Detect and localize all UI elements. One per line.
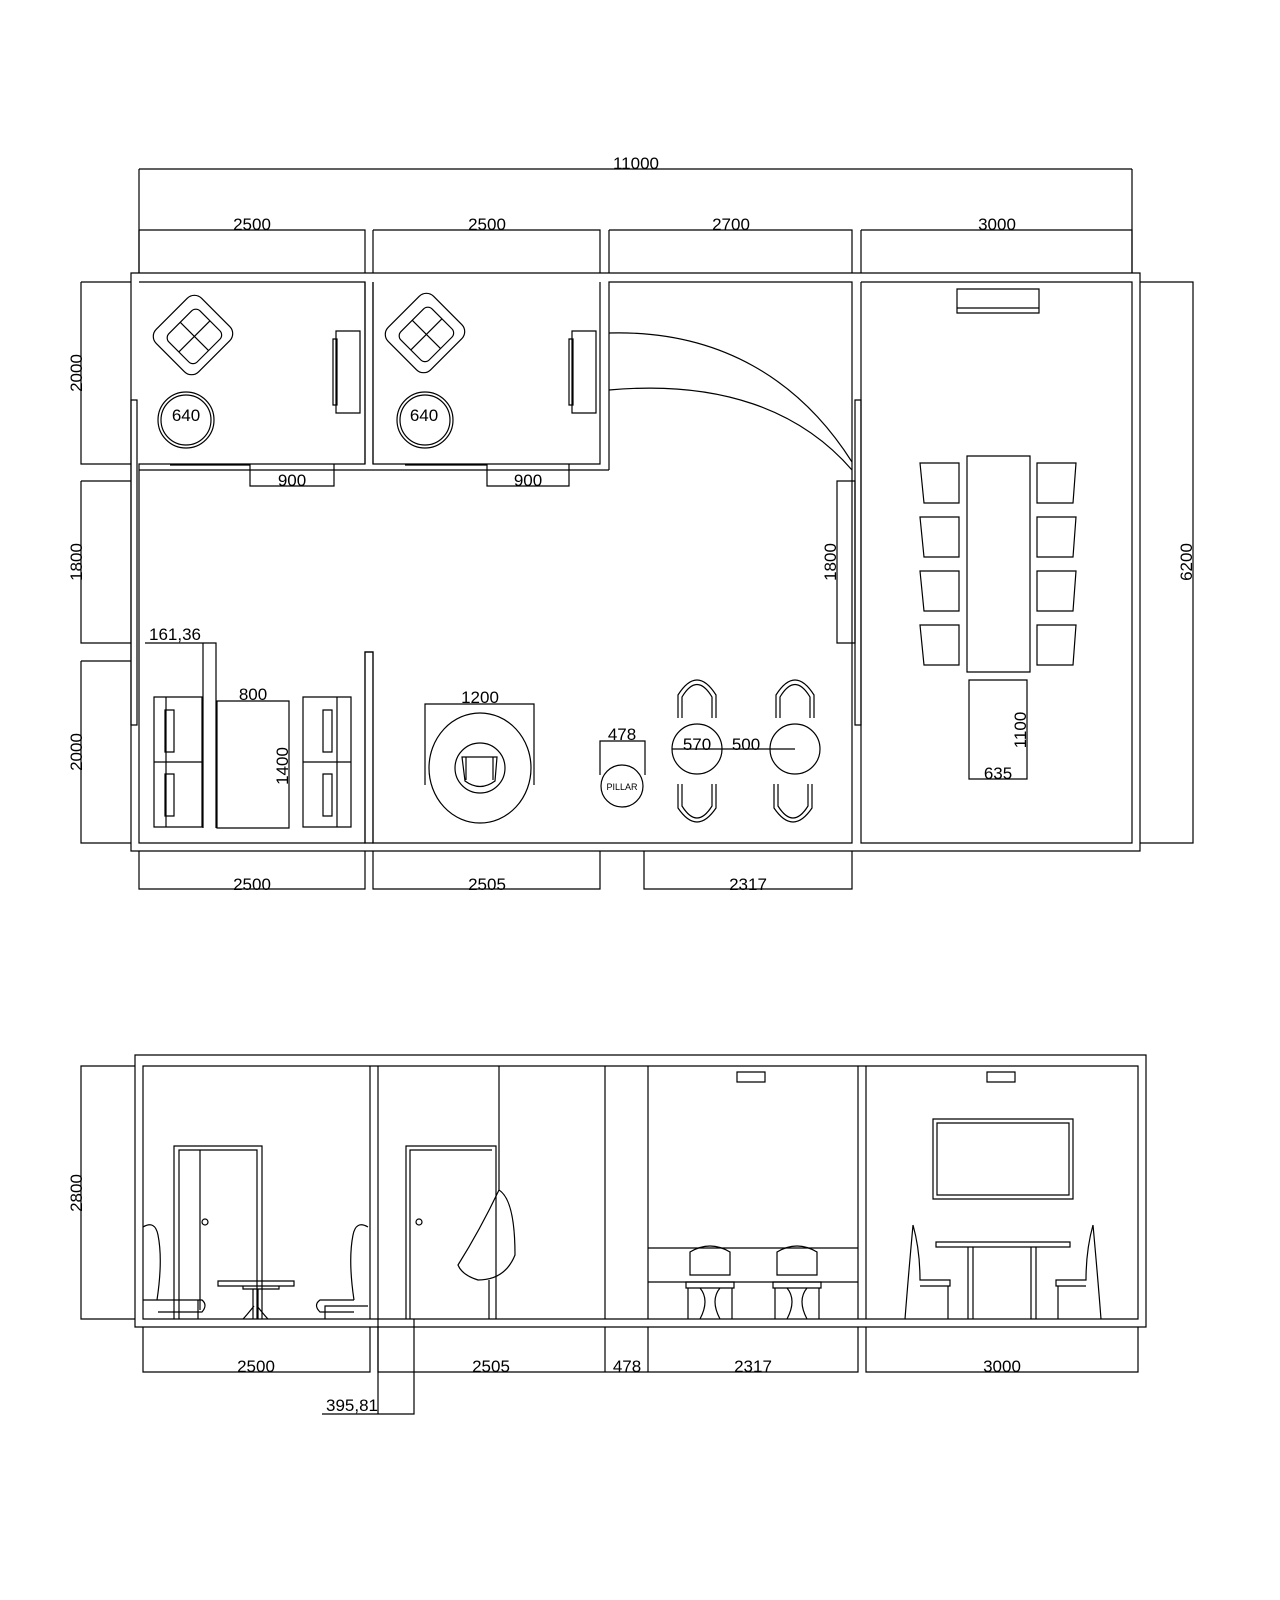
projector-icon <box>737 1072 765 1082</box>
meeting-table <box>967 456 1030 672</box>
dim-elev-3: 478 <box>613 1357 641 1376</box>
bistro-elevation <box>648 1072 858 1319</box>
dim-bottom-1: 2500 <box>233 875 271 894</box>
dim-overall: 11000 <box>613 154 659 173</box>
pillar: 478 PILLAR <box>600 725 645 807</box>
dim-table-2: 640 <box>410 406 438 425</box>
meeting-table-icon <box>936 1242 1070 1319</box>
plan-view: 11000 2500 2500 2700 3000 2000 1800 2000… <box>67 154 1196 894</box>
booth-elevation <box>143 1146 368 1319</box>
dim-top-3: 2700 <box>712 215 750 234</box>
dim-elev-2: 2505 <box>472 1357 510 1376</box>
armchair-icon <box>149 291 237 379</box>
chair-icon <box>1056 1225 1101 1319</box>
booth-table <box>217 701 289 828</box>
top-dimensions: 2500 2500 2700 3000 <box>139 215 1132 273</box>
curved-partition <box>609 333 852 470</box>
dim-side-table-width: 635 <box>984 764 1012 783</box>
dim-pillar: 478 <box>608 725 636 744</box>
round-table <box>158 392 214 448</box>
overall-dimension: 11000 <box>139 154 1132 273</box>
dim-door-2: 900 <box>514 471 542 490</box>
projector-screen <box>957 289 1039 313</box>
dim-left-3: 2000 <box>67 733 86 771</box>
projector-icon <box>987 1072 1015 1082</box>
room-lounge-2: 640 900 <box>381 289 596 490</box>
dim-offset: 395,81 <box>326 1396 378 1415</box>
dim-elev-5: 3000 <box>983 1357 1021 1376</box>
dim-top-4: 3000 <box>978 215 1016 234</box>
chair-icon <box>773 1246 821 1319</box>
round-table <box>397 392 453 448</box>
chair-icon <box>686 1246 734 1319</box>
round-rug: 1200 <box>425 688 534 823</box>
tv-screen <box>933 1119 1073 1199</box>
booth-area: 161,36 800 1400 <box>145 625 351 828</box>
hanging-chair-icon <box>458 1066 515 1319</box>
dim-side-table-depth: 1100 <box>1011 712 1030 749</box>
dim-elev-4: 2317 <box>734 1357 772 1376</box>
chair-icon <box>462 757 497 787</box>
dim-height: 2800 <box>67 1174 86 1212</box>
chair-icon <box>678 680 814 822</box>
dim-bistro-1: 570 <box>683 735 711 754</box>
tv-cabinet <box>336 331 360 413</box>
elevation-view: 2800 2500 2505 478 2317 3000 395,81 <box>67 1055 1146 1415</box>
dim-left-1: 2000 <box>67 354 86 392</box>
tv-cabinet <box>572 331 596 413</box>
chair-icon <box>905 1225 950 1319</box>
bench-icon <box>143 1225 205 1319</box>
room-lounge-1: 640 900 <box>149 291 360 490</box>
walls <box>131 273 1140 851</box>
dim-top-1: 2500 <box>233 215 271 234</box>
bench-icon <box>317 1225 369 1319</box>
dim-right: 6200 <box>1177 543 1196 581</box>
bistro-set: 570 500 <box>672 680 820 822</box>
dim-opening: 1800 <box>821 543 840 581</box>
pillar-label: PILLAR <box>606 782 638 792</box>
door-icon <box>174 1146 262 1319</box>
dim-bottom-3: 2317 <box>729 875 767 894</box>
dim-table-1: 640 <box>172 406 200 425</box>
chair-icon <box>920 463 1076 665</box>
dim-booth-table-width: 800 <box>239 685 267 704</box>
right-dimension: 6200 <box>1140 282 1196 843</box>
side-table <box>969 680 1027 779</box>
meeting-room: 1100 635 <box>920 289 1076 783</box>
bistro-table-icon <box>218 1281 294 1319</box>
dim-rug: 1200 <box>461 688 499 707</box>
door-icon <box>406 1146 496 1319</box>
dim-door-1: 900 <box>278 471 306 490</box>
dim-left-2: 1800 <box>67 543 86 581</box>
dim-bottom-2: 2505 <box>468 875 506 894</box>
dim-booth-table-depth: 1400 <box>273 747 292 785</box>
left-dimensions: 2000 1800 2000 <box>67 282 131 843</box>
lounge-elevation <box>406 1066 515 1319</box>
dim-elev-1: 2500 <box>237 1357 275 1376</box>
dim-booth-offset: 161,36 <box>149 625 201 644</box>
armchair-icon <box>381 289 469 377</box>
bottom-dimensions: 2500 2505 2317 <box>139 851 852 894</box>
meeting-elevation <box>905 1072 1101 1319</box>
dim-top-2: 2500 <box>468 215 506 234</box>
dim-bistro-2: 500 <box>732 735 760 754</box>
